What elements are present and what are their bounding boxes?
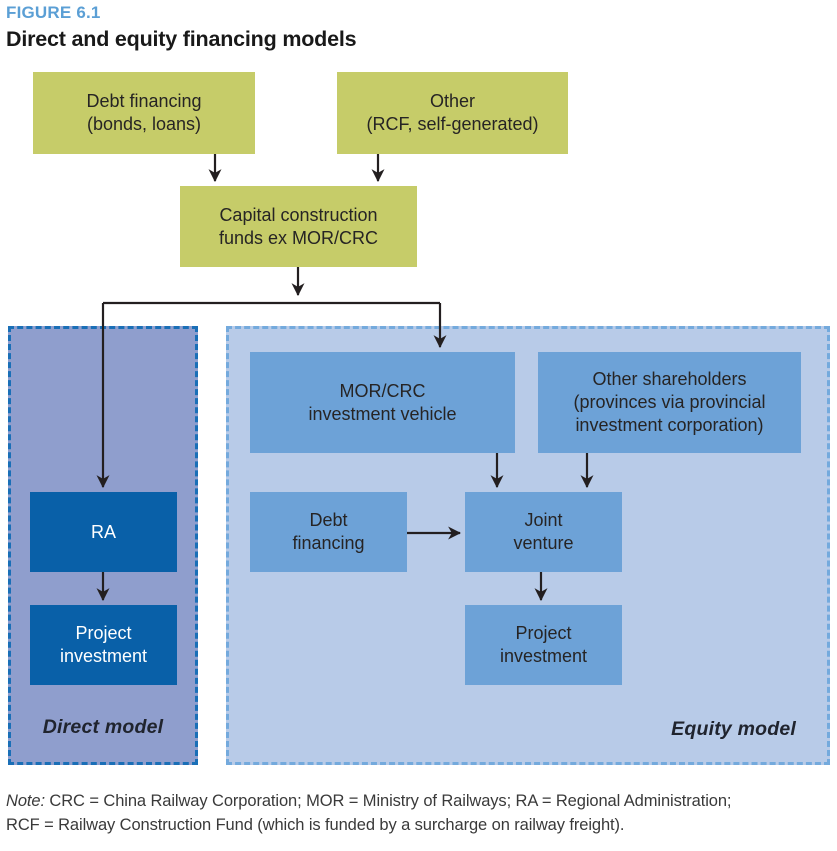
box-ra: RA (30, 492, 177, 572)
box-mor-crc-investment-vehicle: MOR/CRC investment vehicle (250, 352, 515, 453)
note-prefix: Note: (6, 792, 45, 810)
box-capital-construction-funds: Capital construction funds ex MOR/CRC (180, 186, 417, 267)
figure-title: Direct and equity financing models (6, 27, 357, 51)
figure-note: Note: CRC = China Railway Corporation; M… (6, 789, 830, 837)
label-equity-model: Equity model (671, 718, 796, 740)
box-other-shareholders: Other shareholders (provinces via provin… (538, 352, 801, 453)
figure-number-label: FIGURE 6.1 (6, 3, 101, 22)
note-line1: CRC = China Railway Corporation; MOR = M… (44, 792, 732, 810)
label-direct-model: Direct model (42, 716, 164, 738)
box-project-investment-direct: Project investment (30, 605, 177, 685)
box-joint-venture: Joint venture (465, 492, 622, 572)
box-other-sources: Other (RCF, self-generated) (337, 72, 568, 154)
box-debt-financing-equity: Debt financing (250, 492, 407, 572)
box-debt-financing-top: Debt financing (bonds, loans) (33, 72, 255, 154)
note-line2: RCF = Railway Construction Fund (which i… (6, 816, 625, 834)
box-project-investment-equity: Project investment (465, 605, 622, 685)
